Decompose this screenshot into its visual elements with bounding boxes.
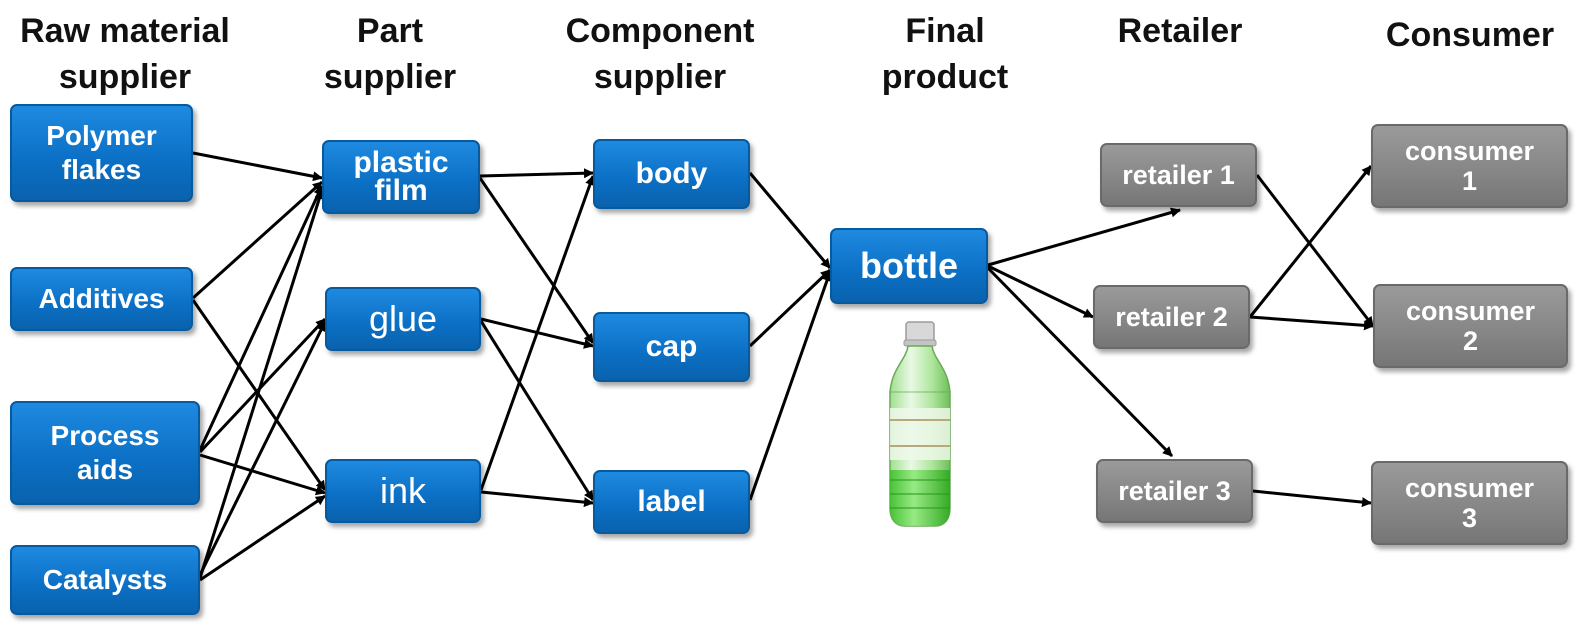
arrow-bottle-to-retailer-3	[986, 266, 1174, 458]
arrow-catalysts-to-glue	[198, 321, 327, 576]
node-label: label	[593, 470, 750, 534]
node-consumer-3: consumer 3	[1371, 461, 1568, 545]
node-bottle: bottle	[830, 228, 988, 304]
arrow-bottle-to-retailer-1	[987, 207, 1181, 267]
arrow-retailer-3-to-consumer-3	[1252, 489, 1372, 508]
arrow-ink-to-label	[480, 490, 594, 508]
arrow-cap-to-bottle	[748, 268, 832, 348]
arrow-label-to-bottle	[748, 271, 832, 501]
node-catalysts: Catalysts	[10, 545, 200, 615]
node-consumer-1: consumer 1	[1371, 124, 1568, 208]
arrow-ink-to-body	[479, 175, 595, 491]
connector-arrows	[191, 151, 1375, 582]
arrow-retailer-2-to-consumer-2	[1249, 315, 1374, 331]
arrow-additives-to-plastic-film	[191, 180, 324, 300]
arrow-process-to-plastic-film	[198, 185, 324, 451]
node-consumer-2: consumer 2	[1373, 284, 1568, 368]
arrow-plastic-film-to-cap	[478, 177, 595, 344]
node-cap: cap	[593, 312, 750, 382]
node-process-aids: Process aids	[10, 401, 200, 505]
node-retailer-3: retailer 3	[1096, 459, 1253, 523]
green-plastic-bottle-icon	[889, 321, 951, 527]
header-part-supplier: Part supplier	[323, 12, 457, 96]
header-component-supplier: Component supplier	[565, 12, 755, 96]
node-additives: Additives	[10, 267, 193, 331]
arrow-retailer-1-to-consumer-2	[1255, 174, 1375, 327]
arrow-retailer-2-to-consumer-1	[1248, 165, 1373, 318]
node-retailer-2: retailer 2	[1093, 285, 1250, 349]
arrow-glue-to-label	[479, 320, 595, 501]
node-polymer-flakes: Polymer flakes	[10, 104, 193, 202]
node-glue: glue	[325, 287, 481, 351]
header-final-product: Final product	[881, 12, 1009, 96]
arrow-plastic-film-to-body	[479, 168, 594, 179]
header-retailer: Retailer	[1117, 12, 1243, 50]
header-raw-material-supplier: Raw material supplier	[20, 12, 230, 96]
node-retailer-1: retailer 1	[1100, 143, 1257, 207]
node-ink: ink	[325, 459, 481, 523]
arrow-process-to-ink	[199, 453, 326, 496]
arrow-process-to-glue	[198, 317, 327, 454]
arrow-body-to-bottle	[748, 172, 832, 269]
node-plastic-film: plastic film	[322, 140, 480, 214]
node-body: body	[593, 139, 750, 209]
arrow-catalysts-to-ink	[199, 494, 326, 582]
arrow-bottle-to-retailer-2	[987, 264, 1094, 319]
arrow-catalysts-to-plastic-film	[198, 189, 325, 579]
header-consumer: Consumer	[1385, 16, 1555, 54]
arrow-polymer-to-plastic-film	[192, 151, 323, 182]
